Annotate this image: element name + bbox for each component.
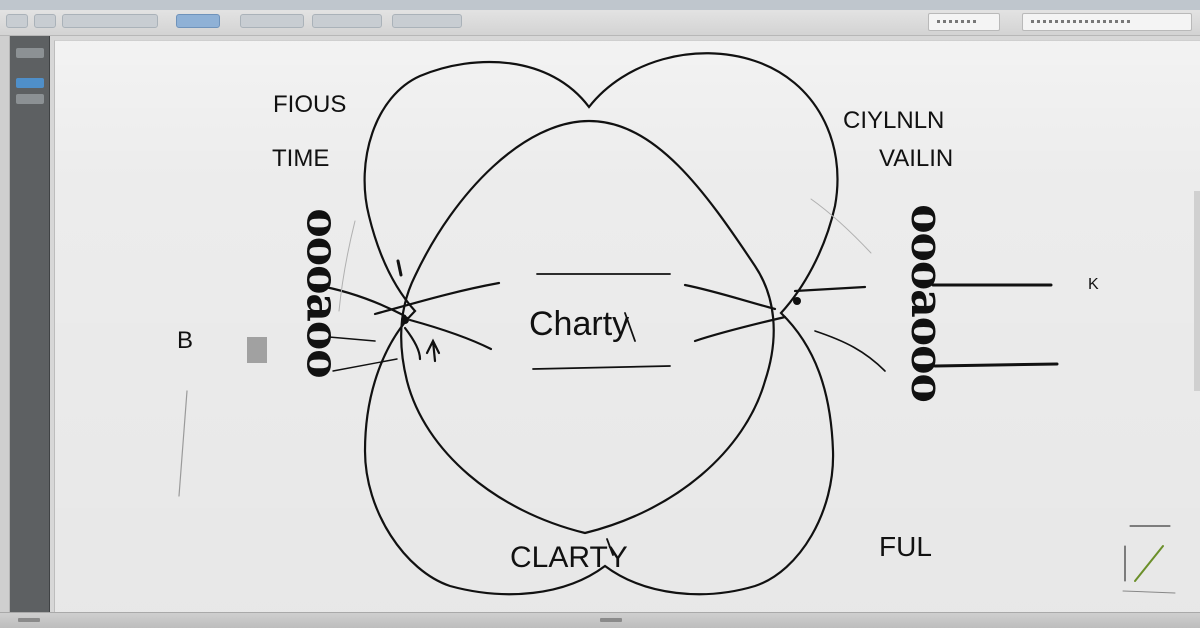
right-stroke-1 [683, 283, 777, 311]
panel-button-active[interactable] [16, 78, 44, 88]
small-mark-left [396, 259, 403, 277]
node-left [401, 316, 409, 324]
tab-5[interactable] [240, 14, 304, 28]
canvas-scrollbar[interactable] [1194, 191, 1200, 391]
faint-line-right [810, 198, 872, 254]
inner-outline [400, 119, 775, 535]
left-stroke-1 [313, 283, 407, 318]
tab-4[interactable] [176, 14, 220, 28]
label-center: Charty [529, 305, 630, 343]
left-stroke-5 [328, 336, 376, 342]
right-stroke-3 [793, 285, 867, 293]
address-field[interactable] [928, 13, 1000, 31]
left-stroke-2 [373, 281, 501, 316]
drawing-canvas[interactable]: FIOUS TIME B CIYLNLN VAILIN K Charty CLA… [54, 40, 1200, 612]
diagram-svg [178, 52, 1176, 596]
panel-button[interactable] [16, 94, 44, 104]
vertical-text-left: oooaoo [296, 208, 348, 378]
status-indicator [600, 618, 622, 622]
address-field-text [937, 20, 979, 23]
faint-line-left [178, 390, 188, 497]
tab-1[interactable] [6, 14, 28, 28]
status-indicator [18, 618, 40, 622]
tab-3[interactable] [62, 14, 158, 28]
label-bottom-right: FUL [879, 531, 932, 562]
left-stroke-6 [332, 358, 398, 372]
tab-6[interactable] [312, 14, 382, 28]
node-right [793, 297, 801, 305]
label-left-b: B [177, 327, 194, 354]
mini-dashes [1122, 590, 1176, 594]
tab-7[interactable] [392, 14, 462, 28]
label-top-left-1: FIOUS [273, 91, 347, 118]
right-stroke-2 [693, 315, 787, 343]
toolbar-strip [0, 0, 1200, 10]
label-top-left-2: TIME [272, 145, 330, 172]
label-bottom-center: CLARTY [510, 541, 628, 574]
left-panel [10, 36, 50, 612]
right-stroke-6 [933, 362, 1059, 368]
left-stroke-4 [403, 326, 422, 361]
small-mark-center [624, 312, 636, 342]
outer-outline [363, 52, 839, 596]
label-top-right-1: CIYLNLN [843, 107, 945, 134]
mini-check [1134, 545, 1164, 582]
left-rail [0, 36, 10, 612]
right-stroke-4 [814, 330, 886, 372]
label-top-right-2: VAILIN [879, 145, 954, 172]
smudge [247, 337, 267, 363]
left-arrow-up [425, 338, 441, 363]
faint-line-mid [338, 220, 356, 312]
status-bar [0, 612, 1200, 628]
tab-2[interactable] [34, 14, 56, 28]
center-line-bottom [532, 365, 671, 370]
panel-button[interactable] [16, 48, 44, 58]
small-mark-bottom [606, 538, 614, 556]
search-field[interactable] [1022, 13, 1192, 31]
top-toolbar [0, 0, 1200, 36]
vertical-text-right: oooaooo [900, 204, 952, 402]
label-right-small: K [1088, 276, 1099, 293]
search-field-text [1031, 20, 1132, 23]
left-stroke-3 [408, 318, 493, 351]
